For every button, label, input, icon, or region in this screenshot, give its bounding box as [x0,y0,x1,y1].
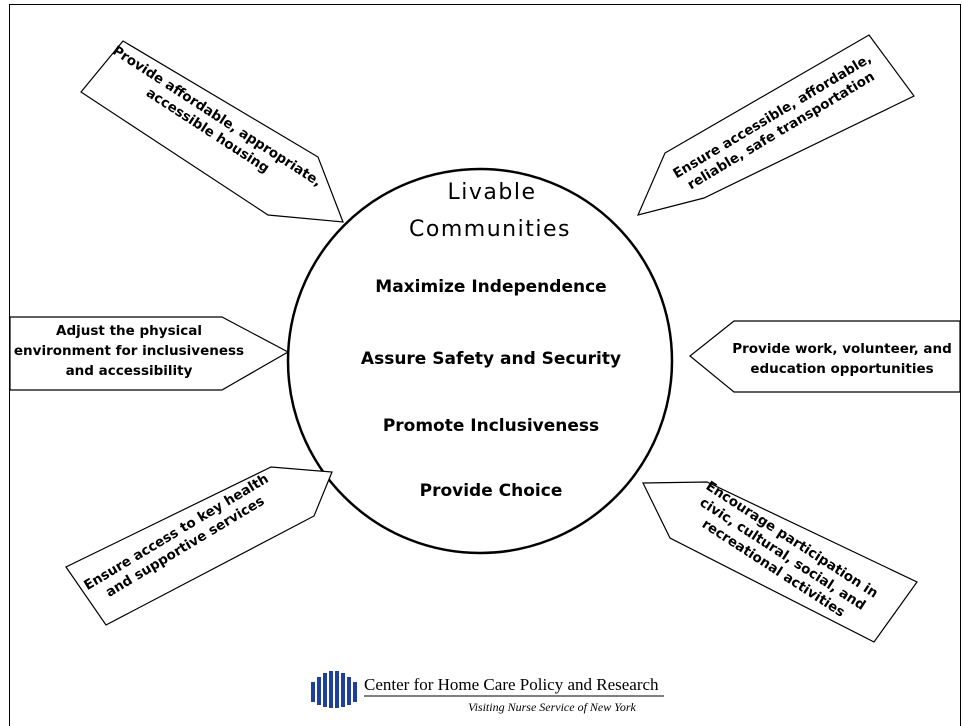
logo-bar-3 [323,673,327,707]
circle-title-line2: Communities [409,217,571,242]
logo-bar-1 [311,682,315,702]
callout-work-line1: Provide work, volunteer, and [732,341,952,357]
circle-title-line1: Livable [448,180,537,205]
callout-physical-environment-line3: and accessibility [66,363,193,379]
callout-health: Ensure access to key health and supporti… [65,466,333,626]
logo-bar-5 [335,671,339,708]
callout-physical-environment-line1: Adjust the physical [56,323,202,339]
callout-housing-shape [80,40,344,223]
callout-work: Provide work, volunteer, and education o… [689,320,961,393]
logo-bar-8 [353,682,357,702]
logo-bar-4 [329,671,333,708]
callout-transportation: Ensure accessible, affordable, reliable,… [636,34,915,216]
principle-inclusiveness: Promote Inclusiveness [383,416,599,436]
callout-participation: Encourage participation in civic, cultur… [642,478,918,643]
callout-participation-shape [642,481,918,643]
logo-bar-2 [317,677,321,705]
principle-independence: Maximize Independence [375,277,606,297]
callout-work-line2: education opportunities [750,361,933,377]
central-circle [286,167,674,555]
principle-choice: Provide Choice [420,481,563,501]
footer-organization: Center for Home Care Policy and Research [364,675,659,694]
callout-physical-environment-line2: environment for inclusiveness [14,343,244,359]
callout-physical-environment-shape [9,316,290,391]
footer-subtitle: Visiting Nurse Service of New York [468,700,636,714]
principle-safety: Assure Safety and Security [361,349,621,369]
logo-bar-7 [347,677,351,705]
callout-work-shape [689,320,961,393]
callout-housing: Provide affordable, appropriate, accessi… [80,40,344,223]
logo-bar-6 [341,673,345,707]
callout-transportation-shape [636,34,915,216]
callout-physical-environment: Adjust the physical environment for incl… [9,316,290,391]
vns-logo [311,671,357,708]
callout-health-shape [65,466,333,626]
